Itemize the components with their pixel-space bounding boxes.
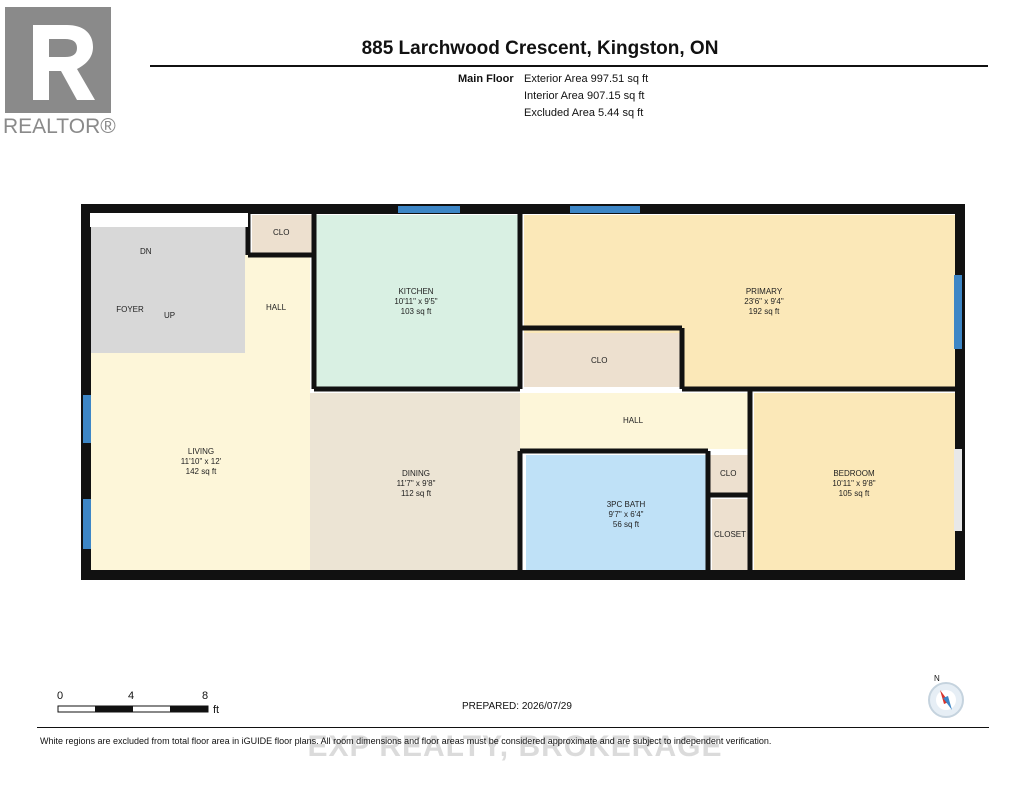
interior-area: Interior Area 907.15 sq ft: [524, 90, 645, 102]
living-area: 142 sq ft: [185, 467, 217, 476]
dining-area: 112 sq ft: [400, 489, 432, 498]
footer-divider: [37, 727, 989, 728]
scale-label-8: 8: [202, 690, 209, 702]
dining-name: DINING: [402, 469, 430, 478]
floor-plan-drawing: [81, 204, 965, 580]
bedroom-fill: [754, 393, 956, 571]
exterior-area: Exterior Area 997.51 sq ft: [524, 73, 649, 85]
primary-name: PRIMARY: [745, 287, 783, 296]
clo-top-label: CLO: [273, 228, 290, 237]
kitchen-name: KITCHEN: [398, 287, 434, 296]
foyer-name: FOYER: [116, 305, 144, 314]
scale-label-0: 0: [57, 690, 64, 702]
kitchen-label: KITCHEN 10'11" x 9'5" 103 sq ft: [376, 287, 456, 317]
windows: [83, 206, 962, 549]
kitchen-dims: 10'11" x 9'5": [394, 297, 438, 306]
clo-top-fill: [252, 215, 312, 255]
floor-label: Main Floor: [458, 73, 514, 85]
hall-left-label: HALL: [266, 303, 287, 312]
primary-dims: 23'6" x 9'4": [744, 297, 784, 306]
living-dims: 11'10" x 12': [180, 457, 222, 466]
outer-wall: [81, 204, 965, 580]
bedroom-dims: 10'11" x 9'8": [832, 479, 876, 488]
clo-small-label: CLO: [720, 469, 737, 478]
scale-label-4: 4: [128, 690, 135, 702]
realtor-logo-mark: [5, 7, 111, 113]
dining-dims: 11'7" x 9'8": [396, 479, 436, 488]
bedroom-area: 105 sq ft: [838, 489, 870, 498]
interior-walls: [245, 213, 960, 573]
stairs-down-label: DN: [140, 247, 152, 256]
bath-name: 3PC BATH: [606, 500, 646, 509]
bath-fill: [526, 455, 706, 571]
bedroom-label: BEDROOM 10'11" x 9'8" 105 sq ft: [814, 469, 894, 499]
primary-label: PRIMARY 23'6" x 9'4" 192 sq ft: [724, 287, 804, 317]
clo-primary-fill: [524, 333, 682, 387]
floor-plan: FOYER DN UP HALL CLO KITCHEN 10'11" x 9'…: [80, 203, 966, 583]
kitchen-fill: [316, 215, 518, 387]
scale-ruler: [57, 705, 209, 713]
excluded-area: Excluded Area 5.44 sq ft: [524, 107, 644, 119]
page-title: 885 Larchwood Crescent, Kingston, ON: [361, 38, 719, 59]
foyer-fill: [90, 225, 250, 353]
hall-center-label: HALL: [623, 416, 644, 425]
compass-letter: N: [934, 674, 940, 683]
dining-label: DINING 11'7" x 9'8" 112 sq ft: [376, 469, 456, 499]
bath-dims: 9'7" x 6'4": [608, 510, 644, 519]
brokerage-watermark: EXP REALTY, BROKERAGE: [307, 730, 723, 763]
scale-unit: ft: [213, 704, 220, 716]
primary-area: 192 sq ft: [748, 307, 780, 316]
realtor-logo: REALTOR®: [3, 5, 121, 140]
disclaimer-text: White regions are excluded from total fl…: [40, 736, 772, 746]
clo-primary-label: CLO: [591, 356, 608, 365]
hall-left-fill: [245, 255, 310, 395]
closet-label: CLOSET: [714, 530, 747, 539]
title-divider: [150, 65, 988, 67]
prepared-date: PREPARED: 2026/07/29: [462, 701, 572, 712]
living-name: LIVING: [187, 447, 215, 456]
stairs-up-label: UP: [164, 311, 176, 320]
compass-dial: [928, 682, 964, 718]
compass-icon: N: [926, 674, 966, 718]
hall-center-fill: [520, 393, 750, 449]
bedroom-name: BEDROOM: [833, 469, 875, 478]
closet-fill: [712, 499, 748, 571]
bath-label: 3PC BATH 9'7" x 6'4" 56 sq ft: [586, 500, 666, 530]
bath-area: 56 sq ft: [612, 520, 640, 529]
clo-small-fill: [710, 455, 748, 495]
living-label: LIVING 11'10" x 12' 142 sq ft: [166, 447, 236, 477]
kitchen-area: 103 sq ft: [400, 307, 432, 316]
realtor-logo-text: REALTOR®: [3, 115, 116, 138]
stair-excluded: [90, 213, 248, 227]
foyer-label: FOYER: [110, 305, 150, 315]
dining-fill: [310, 393, 520, 571]
scale-bar: 0 4 8 ft: [57, 690, 237, 720]
